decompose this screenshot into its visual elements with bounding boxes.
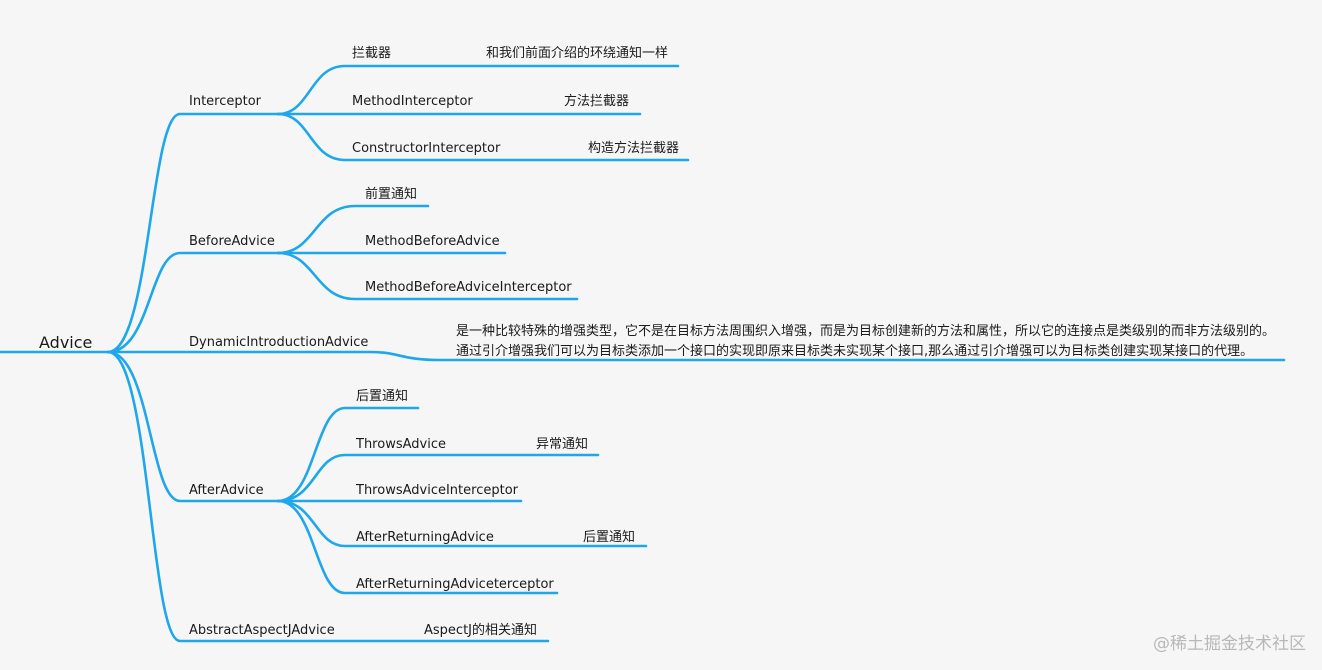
node-after-child-1: 后置通知 [356, 389, 409, 404]
note-constructor-interceptor: 构造方法拦截器 [588, 141, 680, 156]
watermark: @稀土掘金技术社区 [1153, 634, 1306, 654]
dynamic-description-line-1: 是一种比较特殊的增强类型，它不是在目标方法周围织入增强，而是为目标创建新的方法和… [456, 324, 1276, 339]
node-after-returning-adviceterceptor: AfterReturningAdviceterceptor [356, 577, 554, 592]
edge-after [106, 350, 280, 503]
node-after-advice: AfterAdvice [189, 483, 264, 498]
edge-aspectj [106, 350, 550, 643]
edge-after-c4 [276, 499, 648, 548]
node-method-interceptor: MethodInterceptor [352, 94, 473, 109]
note-interceptor-child-1: 和我们前面介绍的环绕通知一样 [486, 46, 669, 61]
node-dynamic-introduction-advice: DynamicIntroductionAdvice [189, 335, 369, 350]
node-throws-advice: ThrowsAdvice [356, 437, 446, 452]
node-before-child-1: 前置通知 [365, 187, 418, 202]
root-advice: Advice [39, 333, 93, 352]
edge-before-c3 [276, 251, 579, 301]
edge-before [106, 251, 280, 354]
edge-after-c5 [276, 499, 559, 595]
edge-interceptor [106, 112, 280, 354]
node-method-before-advice: MethodBeforeAdvice [365, 234, 500, 249]
node-interceptor-child-1: 拦截器 [352, 46, 392, 61]
node-after-returning-advice: AfterReturningAdvice [356, 530, 494, 545]
edge-before-c1 [276, 204, 430, 255]
node-interceptor: Interceptor [189, 94, 262, 109]
edge-after-c2 [276, 453, 600, 503]
note-after-returning-advice: 后置通知 [583, 530, 636, 545]
node-throws-advice-interceptor: ThrowsAdviceInterceptor [356, 483, 518, 498]
edge-dynamic [106, 350, 1286, 362]
node-method-before-advice-interceptor: MethodBeforeAdviceInterceptor [365, 280, 572, 295]
edge-after-c1 [276, 406, 420, 503]
note-method-interceptor: 方法拦截器 [564, 94, 630, 109]
note-aspectj: AspectJ的相关通知 [424, 623, 537, 638]
note-throws-advice: 异常通知 [536, 437, 589, 452]
dynamic-description-line-2: 通过引介增强我们可以为目标类添加一个接口的实现即原来目标类未实现某个接口,那么通… [456, 344, 1254, 359]
node-abstract-aspectj-advice: AbstractAspectJAdvice [189, 623, 335, 638]
edge-interceptor-c3 [276, 112, 690, 162]
edge-interceptor-c1 [276, 64, 680, 116]
node-before-advice: BeforeAdvice [189, 234, 275, 249]
node-constructor-interceptor: ConstructorInterceptor [352, 141, 501, 156]
